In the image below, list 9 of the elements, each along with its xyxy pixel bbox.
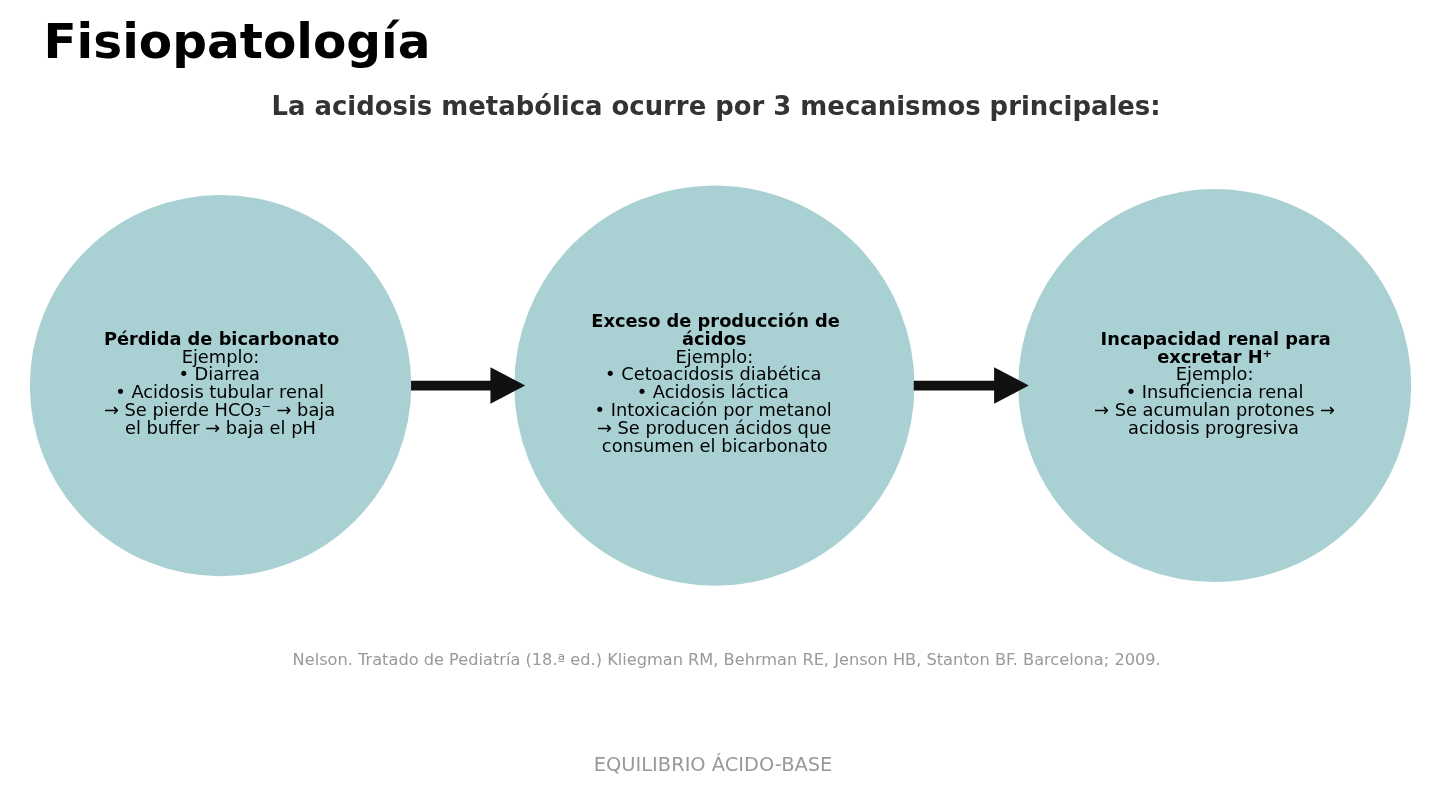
node-circle: Incapacidad renal para excretar H⁺ Ejemplo: • Insuficiencia renal → Se acumulan protones → acidosis progresiva [1017, 189, 1411, 582]
label: Nelson. Tratado de Pediatría (18.ª ed.) Kliegman RM, Behrman RE, Jenson HB, Stanton BF. Barcelona; 2009. [292, 649, 1161, 669]
diagram-title: Fisiopatología [42, 13, 430, 70]
label: La acidosis metabólica ocurre por 3 mecanismos principales: [271, 90, 1161, 121]
node-circle: Exceso de producción de ácidos Ejemplo: • Cetoacidosis diabética • Acidosis láctica • Intoxicación por metanol → Se producen ácidos que consumen el bicarbonato [513, 185, 914, 586]
arrow [913, 367, 1029, 404]
node-circle: Pérdida de bicarbonato Ejemplo: • Diarrea • Acidosis tubular renal → Se pierde HCO₃⁻ → baja el buffer → baja el pH [29, 194, 411, 577]
label: EQUILIBRIO ÁCIDO-BASE [593, 753, 832, 777]
arrow [410, 367, 525, 404]
